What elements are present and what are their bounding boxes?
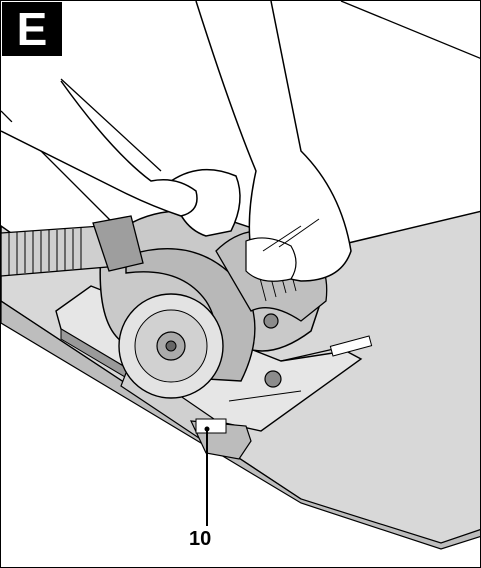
- figure-badge-letter: E: [16, 3, 48, 55]
- figure-badge: E: [2, 2, 62, 56]
- dust-hose: [1, 215, 144, 277]
- callout-leader-line: [206, 429, 208, 526]
- hands: [1, 1, 352, 282]
- callout-label-10: 10: [189, 528, 212, 550]
